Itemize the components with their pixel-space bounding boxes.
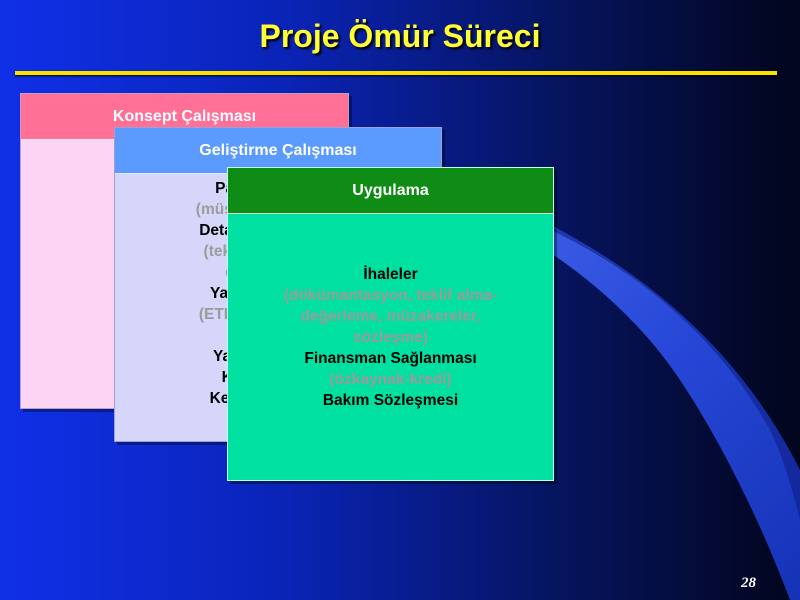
card-line: İhaleler [363, 266, 418, 283]
card-uygulama: Uygulama İhaleler (dökümantasyon, teklif … [227, 167, 554, 481]
card-uygulama-header: Uygulama [228, 168, 553, 214]
card-gelistirme-header: Geliştirme Çalışması [115, 128, 441, 174]
card-line: (özkaynak-kredi) [329, 371, 452, 388]
card-line: değerleme, müzakereler, [300, 308, 481, 325]
card-line: (dökümantasyon, teklif alma- [283, 287, 498, 304]
card-line: sözleşme) [353, 329, 428, 346]
card-line: Finansman Sağlanması [304, 350, 477, 367]
card-line: Bakım Sözleşmesi [322, 392, 459, 409]
card-uygulama-body: İhaleler (dökümantasyon, teklif alma-değe… [228, 214, 553, 411]
slide-title: Proje Ömür Süreci [259, 18, 541, 54]
page-number: 28 [741, 575, 756, 591]
title-underline [15, 71, 777, 75]
